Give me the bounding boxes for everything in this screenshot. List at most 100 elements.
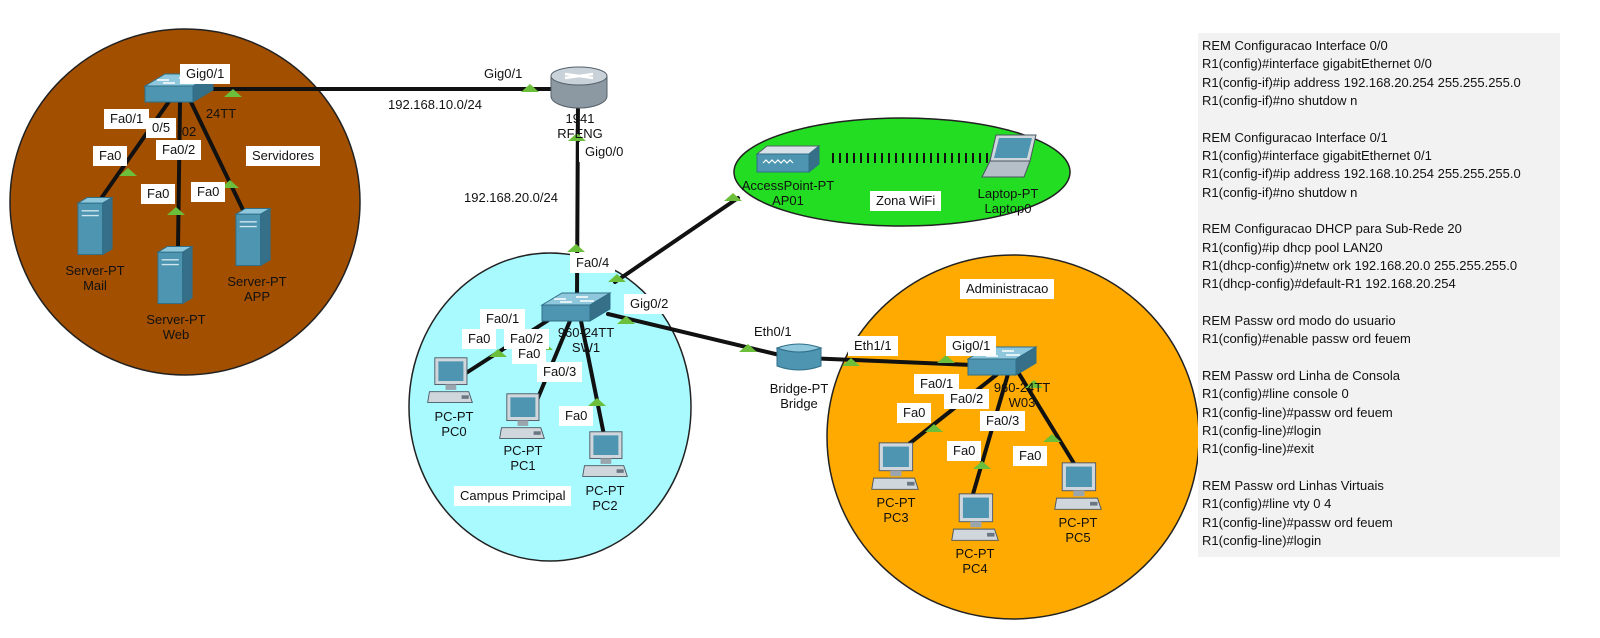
link-switch0-mail bbox=[98, 98, 172, 202]
zone-label-campus: Campus Primcipal bbox=[454, 486, 572, 506]
config-block-dhcp: REM Configuracao DHCP para Sub-Rede 20 R… bbox=[1202, 220, 1556, 294]
link-sw1-pc2 bbox=[578, 314, 607, 442]
port-marker bbox=[568, 133, 586, 141]
config-line: R1(config)#line vty 0 4 bbox=[1202, 496, 1332, 512]
router-icon[interactable] bbox=[549, 66, 609, 110]
port-label: 0/5 bbox=[146, 118, 177, 138]
port-marker bbox=[617, 316, 635, 324]
config-line: R1(config-if)#ip address 192.168.10.254 … bbox=[1202, 166, 1521, 182]
config-line: R1(dhcp-config)#netw ork 192.168.20.0 25… bbox=[1202, 258, 1518, 274]
bridge-icon[interactable] bbox=[776, 343, 822, 371]
config-line: REM Passw ord Linha de Consola bbox=[1202, 367, 1400, 383]
port-label: Gig0/0 bbox=[579, 142, 630, 162]
pc1-icon[interactable] bbox=[499, 393, 545, 439]
config-line: REM Configuracao DHCP para Sub-Rede 20 bbox=[1202, 221, 1462, 237]
port-marker bbox=[167, 207, 185, 215]
port-label: Fa0/3 bbox=[980, 411, 1026, 431]
port-label: Gig0/1 bbox=[946, 336, 997, 356]
port-label: Fa0/2 bbox=[944, 389, 990, 409]
config-line: R1(config)#interface gigabitEthernet 0/1 bbox=[1202, 148, 1432, 164]
link-switch0-web bbox=[176, 100, 182, 250]
port-label: Fa0 bbox=[897, 403, 932, 423]
port-marker bbox=[224, 89, 242, 97]
config-line: REM Configuracao Interface 0/0 bbox=[1202, 38, 1388, 53]
port-label: Fa0/4 bbox=[570, 253, 616, 273]
config-line: R1(config)#ip dhcp pool LAN20 bbox=[1202, 239, 1383, 255]
port-label: Fa0 bbox=[947, 441, 982, 461]
mail-server-icon[interactable] bbox=[77, 196, 113, 256]
config-line: R1(config)#line console 0 bbox=[1202, 386, 1349, 402]
device-label-switch0: 24TT bbox=[205, 106, 237, 121]
port-label: Fa0 bbox=[191, 182, 226, 202]
port-marker bbox=[937, 355, 955, 363]
port-label: Fa0 bbox=[512, 344, 547, 364]
port-label: Fa0/3 bbox=[537, 362, 583, 382]
port-marker bbox=[489, 349, 507, 357]
network-label-20: 192.168.20.0/24 bbox=[458, 188, 564, 208]
port-marker bbox=[221, 180, 239, 188]
pc4-icon[interactable] bbox=[951, 493, 999, 541]
config-line: R1(config-line)#exit bbox=[1202, 441, 1314, 457]
port-label: Gig0/1 bbox=[478, 64, 529, 84]
port-marker bbox=[973, 461, 991, 469]
pc5-icon[interactable] bbox=[1054, 462, 1102, 510]
port-label: Gig0/2 bbox=[624, 294, 675, 314]
zone-label-admin: Administracao bbox=[960, 279, 1055, 299]
port-label: Eth1/1 bbox=[848, 336, 898, 356]
port-label: Fa0/2 bbox=[156, 140, 202, 160]
config-line: R1(config-line)#login bbox=[1202, 422, 1322, 438]
config-line: R1(config)#interface gigabitEthernet 0/0 bbox=[1202, 56, 1432, 72]
pc0-icon[interactable] bbox=[427, 357, 473, 403]
config-block-vty: REM Passw ord Linhas Virtuais R1(config)… bbox=[1202, 477, 1556, 551]
network-label-10: 192.168.10.0/24 bbox=[382, 95, 488, 115]
port-label: Fa0/2 bbox=[504, 329, 550, 349]
link-sw3-pc5 bbox=[1016, 370, 1080, 472]
config-line: REM Configuracao Interface 0/1 bbox=[1202, 129, 1388, 145]
port-label: Fa0/1 bbox=[104, 109, 150, 129]
link-bridge-sw3 bbox=[804, 356, 998, 368]
port-marker bbox=[925, 424, 943, 432]
port-label: Eth0/1 bbox=[748, 322, 798, 342]
link-sw1-ap bbox=[613, 196, 740, 284]
port-marker bbox=[567, 244, 585, 252]
pc3-icon[interactable] bbox=[871, 442, 919, 490]
port-label: Fa0 bbox=[1013, 446, 1048, 466]
port-marker bbox=[842, 358, 860, 366]
config-line: REM Passw ord modo do usuario bbox=[1202, 312, 1396, 328]
web-server-icon[interactable] bbox=[157, 245, 193, 305]
port-marker bbox=[1025, 380, 1043, 388]
app-server-icon[interactable] bbox=[235, 207, 271, 267]
link-sw3-pc3 bbox=[893, 370, 1002, 457]
port-marker bbox=[739, 344, 757, 352]
config-line: R1(config-line)#passw ord feuem bbox=[1202, 514, 1393, 530]
port-label: Gig0/1 bbox=[180, 64, 231, 84]
port-marker bbox=[521, 84, 539, 92]
config-line: R1(config-if)#no shutdow n bbox=[1202, 93, 1358, 109]
config-line: R1(config-if)#ip address 192.168.20.254 … bbox=[1202, 74, 1521, 90]
port-label: Fa0 bbox=[559, 406, 594, 426]
config-line: R1(config)#enable passw ord feuem bbox=[1202, 331, 1411, 347]
zone-label-servidores: Servidores bbox=[246, 146, 321, 166]
pc2-icon[interactable] bbox=[582, 431, 628, 477]
access-point-icon[interactable] bbox=[756, 145, 820, 173]
config-block-interface-01: REM Configuracao Interface 0/1 R1(config… bbox=[1202, 129, 1556, 203]
router-config-note: REM Configuracao Interface 0/0 R1(config… bbox=[1198, 33, 1560, 557]
config-line: REM Passw ord Linhas Virtuais bbox=[1202, 477, 1384, 493]
port-marker bbox=[119, 168, 137, 176]
port-marker bbox=[608, 274, 626, 282]
zone-label-wifi: Zona WiFi bbox=[870, 191, 942, 211]
link-sw1-pc1 bbox=[533, 314, 574, 407]
wifi-zone bbox=[733, 117, 1071, 227]
